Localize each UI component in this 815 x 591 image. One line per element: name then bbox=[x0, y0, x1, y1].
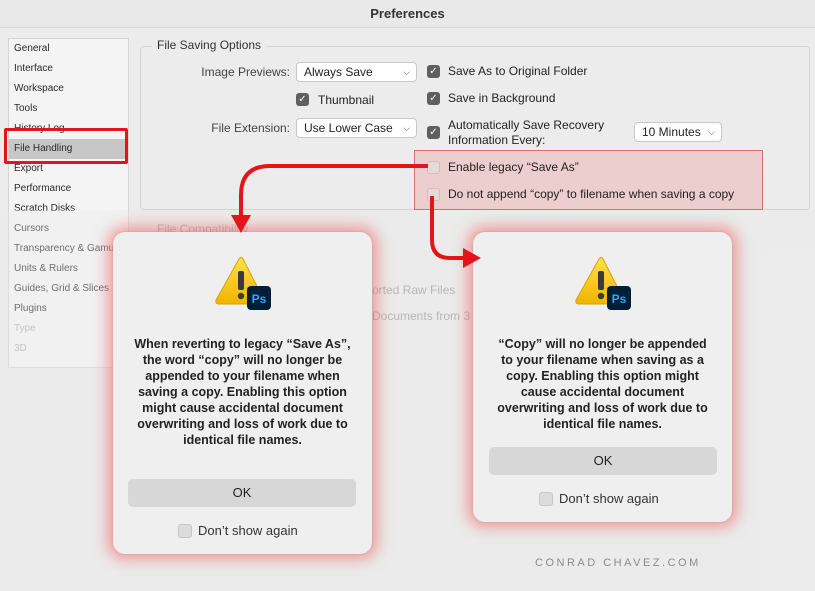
dont-show-again-label: Don’t show again bbox=[198, 523, 298, 538]
ps-app-badge: Ps bbox=[612, 292, 627, 306]
chevron-down-icon: ⌵ bbox=[708, 127, 715, 137]
sidebar-item-cursors[interactable]: Cursors bbox=[14, 223, 50, 234]
selection-highlight-box bbox=[4, 128, 128, 164]
file-extension-label: File Extension: bbox=[211, 121, 290, 135]
sidebar-item-performance[interactable]: Performance bbox=[14, 183, 72, 194]
dont-show-again-checkbox[interactable] bbox=[539, 492, 553, 506]
warning-icon: Ps bbox=[213, 256, 273, 312]
auto-save-interval-select[interactable]: 10 Minutes ⌵ bbox=[634, 122, 722, 142]
ok-button[interactable]: OK bbox=[489, 447, 717, 475]
auto-save-interval-value: 10 Minutes bbox=[642, 125, 701, 139]
title-bar: Preferences bbox=[0, 0, 815, 28]
dialog-message: When reverting to legacy “Save As”, the … bbox=[134, 337, 351, 447]
file-extension-value: Use Lower Case bbox=[304, 121, 393, 135]
sidebar-item-workspace[interactable]: Workspace bbox=[14, 83, 64, 94]
dialog-message: “Copy” will no longer be appended to you… bbox=[497, 337, 708, 431]
sidebar-item-units-rulers[interactable]: Units & Rulers bbox=[14, 263, 78, 274]
warning-icon: Ps bbox=[573, 256, 633, 312]
window-title: Preferences bbox=[370, 6, 445, 21]
sidebar-item-3d[interactable]: 3D bbox=[14, 343, 27, 354]
legacy-save-as-checkbox[interactable] bbox=[427, 161, 440, 174]
save-as-original-checkbox[interactable]: ✓ bbox=[427, 65, 440, 78]
chevron-down-icon: ⌵ bbox=[403, 67, 410, 77]
dont-show-again-checkbox[interactable] bbox=[178, 524, 192, 538]
legacy-save-as-label: Enable legacy “Save As” bbox=[448, 160, 579, 174]
image-previews-value: Always Save bbox=[304, 65, 373, 79]
sidebar-item-type[interactable]: Type bbox=[14, 323, 36, 334]
thumbnail-label: Thumbnail bbox=[318, 93, 375, 107]
no-append-copy-label: Do not append “copy” to filename when sa… bbox=[448, 187, 735, 201]
no-append-copy-checkbox[interactable] bbox=[427, 188, 440, 201]
preferences-sidebar: General Interface Workspace Tools Histor… bbox=[8, 38, 129, 368]
auto-save-label-line1: Automatically Save Recovery bbox=[448, 118, 605, 132]
new-options-highlight bbox=[414, 150, 763, 210]
file-extension-select[interactable]: Use Lower Case ⌵ bbox=[296, 118, 417, 138]
save-as-original-label: Save As to Original Folder bbox=[448, 64, 588, 78]
save-background-checkbox[interactable]: ✓ bbox=[427, 92, 440, 105]
thumbnail-checkbox[interactable]: ✓ bbox=[296, 93, 309, 106]
sidebar-item-scratch-disks[interactable]: Scratch Disks bbox=[14, 203, 76, 214]
save-background-label: Save in Background bbox=[448, 91, 556, 105]
watermark: CONRAD CHAVEZ.COM bbox=[535, 557, 701, 569]
sidebar-item-file-handling[interactable]: File Handling bbox=[9, 139, 128, 159]
sidebar-item-plugins[interactable]: Plugins bbox=[14, 303, 47, 314]
sidebar-item-transparency[interactable]: Transparency & Gamut bbox=[14, 243, 118, 254]
sidebar-item-guides[interactable]: Guides, Grid & Slices bbox=[14, 283, 110, 294]
dont-show-again-label: Don’t show again bbox=[559, 491, 659, 506]
sidebar-item-general[interactable]: General bbox=[14, 43, 50, 54]
auto-save-checkbox[interactable]: ✓ bbox=[427, 126, 440, 139]
auto-save-label-line2: Information Every: bbox=[448, 133, 546, 147]
image-previews-select[interactable]: Always Save ⌵ bbox=[296, 62, 417, 82]
documents-text: Documents from 3 bbox=[372, 309, 471, 323]
sidebar-item-tools[interactable]: Tools bbox=[14, 103, 38, 114]
sidebar-item-interface[interactable]: Interface bbox=[14, 63, 53, 74]
file-saving-title: File Saving Options bbox=[152, 38, 267, 52]
legacy-save-as-dialog: Ps When reverting to legacy “Save As”, t… bbox=[113, 232, 372, 554]
chevron-down-icon: ⌵ bbox=[403, 123, 410, 133]
ok-button[interactable]: OK bbox=[128, 479, 356, 507]
ps-app-badge: Ps bbox=[252, 292, 267, 306]
no-append-copy-dialog: Ps “Copy” will no longer be appended to … bbox=[473, 232, 732, 522]
sidebar-item-export[interactable]: Export bbox=[14, 163, 43, 174]
image-previews-label: Image Previews: bbox=[201, 65, 290, 79]
raw-files-text: orted Raw Files bbox=[372, 283, 456, 297]
